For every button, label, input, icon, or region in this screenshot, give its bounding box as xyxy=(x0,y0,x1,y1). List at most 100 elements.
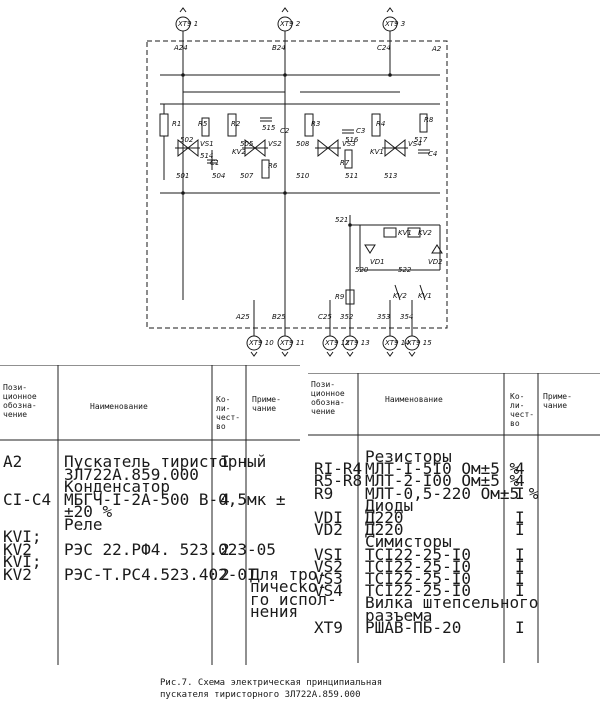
table-cell-name: разъема xyxy=(365,605,433,625)
svg-text:514: 514 xyxy=(200,152,213,160)
svg-text:ХТ9 3: ХТ9 3 xyxy=(384,20,405,28)
svg-text:517: 517 xyxy=(414,136,428,144)
table-cell-pos: KV2 xyxy=(3,564,32,584)
table-cell-qty: 2 xyxy=(220,539,230,559)
table-cell-pos: KV2 xyxy=(3,539,32,559)
bottom-connector-6: ХТ9 15 xyxy=(404,335,432,357)
table-cell-name: Д220 xyxy=(365,508,404,527)
top-connector-1: ХТ9 1 A24 xyxy=(173,16,198,300)
svg-text:507: 507 xyxy=(240,172,254,180)
table-cell-qty: I xyxy=(515,508,525,527)
left-table-grid xyxy=(0,365,300,665)
svg-text:ХТ9 11: ХТ9 11 xyxy=(279,339,305,347)
right-header-name: Наименование xyxy=(385,395,443,404)
table-cell-qty: 2 xyxy=(220,564,230,584)
svg-text:KV2: KV2 xyxy=(393,292,407,300)
svg-text:C25: C25 xyxy=(318,313,332,321)
svg-text:KV1: KV1 xyxy=(398,229,412,237)
table-cell-name: РЭС 22.РФ4. 523.023-05 xyxy=(64,539,276,559)
right-header-qty: Ко-ли-чест-во xyxy=(510,392,535,428)
table-cell-name: МБГЧ-I-2А-500 В-0,5мк ± xyxy=(64,489,286,509)
caption-line-1: Рис.7. Схема электрическая принципиальна… xyxy=(160,678,383,688)
table-cell-name: Симисторы xyxy=(365,532,452,552)
table-cell-name: Д220 xyxy=(365,520,404,540)
svg-text:521: 521 xyxy=(335,216,348,224)
table-cell-name: ТСI22-25-I0 xyxy=(365,556,471,576)
svg-text:ХТ9 1: ХТ9 1 xyxy=(177,20,198,28)
block-label: A2 xyxy=(431,45,442,53)
triac-cell-1 xyxy=(159,104,217,180)
svg-text:ХТ9 2: ХТ9 2 xyxy=(279,20,301,28)
svg-text:B25: B25 xyxy=(272,313,286,321)
left-header-qty: Ко-ли-чест-во xyxy=(216,395,241,431)
svg-text:ХТ9 12: ХТ9 12 xyxy=(324,339,350,347)
relay-control xyxy=(345,215,443,320)
svg-text:B24: B24 xyxy=(272,44,286,52)
table-cell-note: Для тро- xyxy=(250,564,328,584)
svg-text:ХТ9 10: ХТ9 10 xyxy=(248,339,274,347)
table-cell-qty: I xyxy=(515,581,525,601)
svg-text:KV1: KV1 xyxy=(418,292,432,300)
table-cell-pos: A2 xyxy=(3,452,23,471)
table-cell-qty: 4 xyxy=(515,459,525,479)
table-cell-pos: R9 xyxy=(314,483,334,503)
circuit-schematic: A2 ХТ9 1 A24 ХТ9 2 B24 ХТ9 3 C24 xyxy=(146,7,448,357)
table-cell-qty: I xyxy=(515,520,525,540)
bottom-connector-3: ХТ9 12 xyxy=(322,335,350,357)
table-cell-pos: CI-C4 xyxy=(3,489,52,509)
table-cell-name: Пускатель тиристорный xyxy=(64,452,267,471)
table-cell-qty: I xyxy=(515,569,525,588)
svg-text:C2: C2 xyxy=(280,127,290,135)
svg-text:KV2: KV2 xyxy=(232,148,246,156)
svg-text:VS4: VS4 xyxy=(408,140,422,148)
top-connector-3: ХТ9 3 C24 xyxy=(377,16,405,75)
svg-text:515: 515 xyxy=(262,124,276,132)
table-cell-qty: 4 xyxy=(220,489,230,509)
triac-cell-2 xyxy=(227,113,272,179)
svg-text:516: 516 xyxy=(345,136,359,144)
svg-text:354: 354 xyxy=(400,313,413,321)
svg-text:VS3: VS3 xyxy=(342,140,356,148)
svg-text:R3: R3 xyxy=(311,120,320,128)
table-cell-pos: VS2 xyxy=(314,556,343,576)
right-header-note: Приме-чание xyxy=(543,392,572,410)
svg-text:R8: R8 xyxy=(424,116,434,124)
svg-text:VD1: VD1 xyxy=(370,258,385,266)
bottom-connector-5: ХТ9 14 xyxy=(382,335,410,357)
bottom-connector-2: ХТ9 11 xyxy=(277,335,305,357)
table-cell-pos: ХТ9 xyxy=(314,617,343,637)
svg-text:511: 511 xyxy=(345,172,358,180)
bottom-connector-4: ХТ9 13 xyxy=(342,335,370,357)
table-cell-pos: VSI xyxy=(314,544,343,564)
module-enclosure xyxy=(146,40,448,329)
svg-text:502: 502 xyxy=(180,136,194,144)
table-cell-pos: VS3 xyxy=(314,569,343,588)
svg-text:R7: R7 xyxy=(340,159,350,167)
bottom-connector-1: ХТ9 10 xyxy=(246,335,274,357)
svg-text:ХТ9 13: ХТ9 13 xyxy=(344,339,370,347)
svg-text:KV2: KV2 xyxy=(418,229,432,237)
caption-line-2: пускателя тиристорного ЗЛ722А.859.000 xyxy=(160,690,361,700)
table-cell-pos: KVI; xyxy=(3,552,42,571)
table-cell-qty: I xyxy=(220,452,230,471)
svg-text:R4: R4 xyxy=(376,120,385,128)
table-cell-name: МЛТ-2-I00 Ом±5 % xyxy=(365,471,520,491)
table-cell-pos: VD2 xyxy=(314,520,343,540)
triac-cell-3 xyxy=(304,113,354,169)
svg-text:ХТ9 15: ХТ9 15 xyxy=(406,339,432,347)
svg-text:C24: C24 xyxy=(377,44,391,52)
triac-cell-4 xyxy=(371,113,430,158)
table-cell-name: Вилка штепсельного xyxy=(365,593,539,613)
svg-text:501: 501 xyxy=(176,172,189,180)
table-cell-name: ТСI22-25-I0 xyxy=(365,569,471,588)
table-cell-qty: I xyxy=(515,556,525,576)
left-header-name: Наименование xyxy=(90,402,148,411)
svg-text:C4: C4 xyxy=(428,150,437,158)
svg-text:C3: C3 xyxy=(356,127,365,135)
svg-text:R2: R2 xyxy=(231,120,241,128)
table-cell-qty: I xyxy=(515,544,525,564)
svg-text:R5: R5 xyxy=(198,120,208,128)
svg-text:505: 505 xyxy=(240,140,254,148)
svg-text:A24: A24 xyxy=(173,44,188,52)
top-connector-2: ХТ9 2 B24 xyxy=(272,16,301,300)
